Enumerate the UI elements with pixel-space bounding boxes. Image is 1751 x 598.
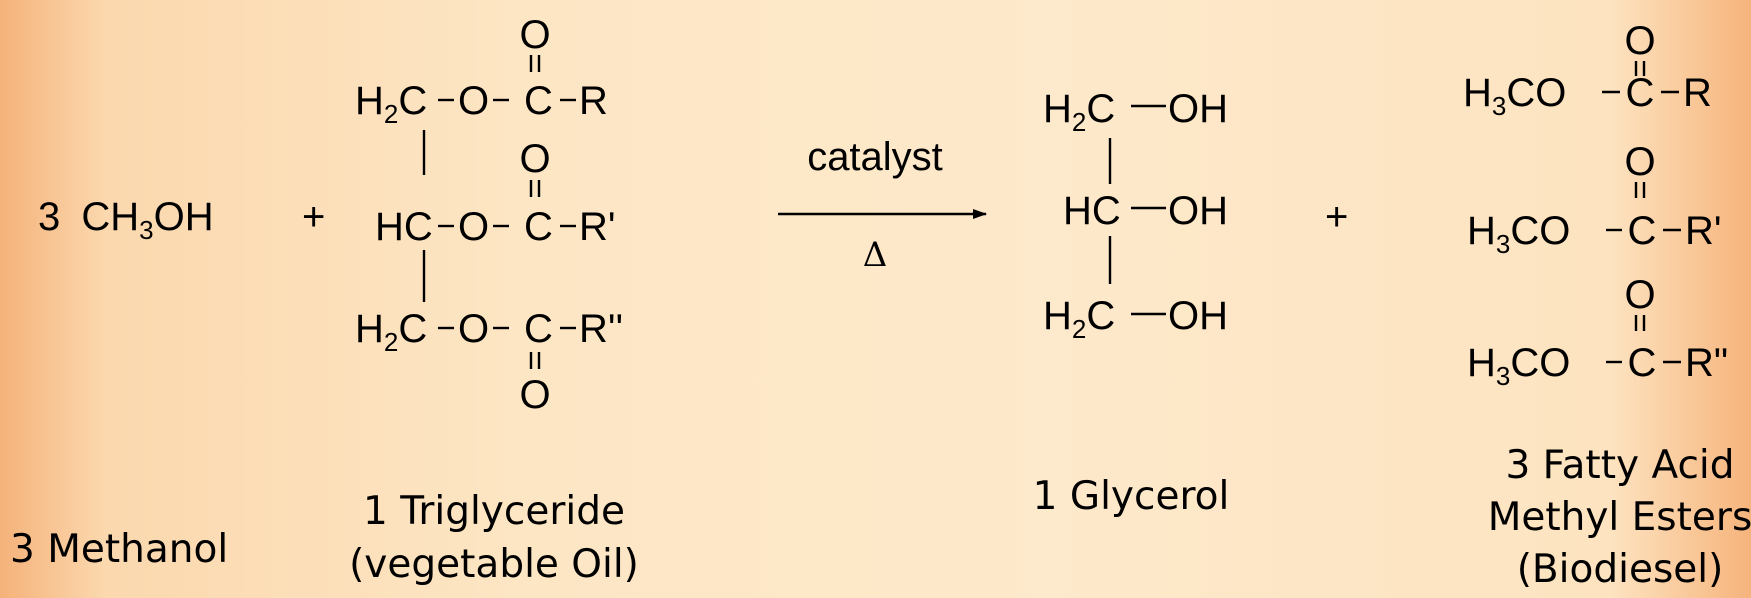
methanol-oh: OH [154,195,214,239]
svg-text:3 CH3OH: 3 CH3OH [38,195,214,245]
triglyceride-row3-carbon: H2C [355,307,427,357]
methanol-coefficient: 3 [38,195,60,239]
glycerol-structure: H2C OH HC OH H2C OH [1043,87,1228,344]
plus-sign-right: + [1325,195,1348,239]
ester1-prefix: H3CO [1463,71,1566,121]
triglyceride-row1-oxo: O [519,13,550,57]
triglyceride-row2-oxo: O [519,137,550,181]
glycerol-row2-group: OH [1168,189,1228,233]
glycerol-row3-carbon: H2C [1043,294,1115,344]
glycerol-row3-group: OH [1168,294,1228,338]
glycerol-row1-carbon: H2C [1043,87,1115,137]
triglyceride-row2-carbonyl-c: C [524,205,553,249]
esters-label-line1: 3 Fatty Acid [1505,443,1734,488]
triglyceride-row1-oxygen: O [458,79,489,123]
ester1-carbonyl-c: C [1626,71,1655,115]
esters-label-line2: Methyl Esters [1488,495,1751,540]
glycerol-label: 1 Glycerol [1033,474,1230,519]
ester2-group: R' [1685,209,1722,253]
methyl-esters-structure: O H3CO C R O H3CO C R' O H3CO C R" [1463,19,1728,391]
triglyceride-structure: H2C O C R O HC O C R' O H2C O C R'' O [355,13,623,417]
ester2-carbonyl-c: C [1628,209,1657,253]
triglyceride-label-line1: 1 Triglyceride [363,489,625,534]
glycerol-row2-carbon: HC [1063,189,1121,233]
triglyceride-row2-oxygen: O [458,205,489,249]
triglyceride-row1-group: R [579,79,608,123]
ester1-oxo: O [1624,19,1655,63]
plus-sign-left: + [302,195,325,239]
triglyceride-row3-oxygen: O [458,307,489,351]
arrow-heat-label: Δ [863,235,888,275]
arrow-catalyst-label: catalyst [807,135,943,179]
ester1-group: R [1683,71,1712,115]
triglyceride-row2-carbon: HC [375,205,433,249]
triglyceride-row1-carbonyl-c: C [524,79,553,123]
esters-label-line3: (Biodiesel) [1517,547,1724,592]
methanol-subscript: 3 [139,215,153,245]
ester3-prefix: H3CO [1467,341,1570,391]
ester3-group: R" [1685,341,1728,385]
triglyceride-row3-group: R'' [579,307,623,351]
triglyceride-row1-carbon: H2C [355,79,427,129]
reaction-arrow-group: catalyst Δ [778,135,987,275]
methanol-ch: CH [81,195,139,239]
triglyceride-row2-group: R' [579,205,616,249]
ester3-carbonyl-c: C [1628,341,1657,385]
triglyceride-label-line2: (vegetable Oil) [349,542,639,587]
methanol-label: 3 Methanol [10,527,228,572]
ester3-oxo: O [1624,273,1655,317]
triglyceride-row3-carbonyl-c: C [524,307,553,351]
glycerol-row1-group: OH [1168,87,1228,131]
ester2-oxo: O [1624,140,1655,184]
ester2-prefix: H3CO [1467,209,1570,259]
triglyceride-row3-oxo: O [519,373,550,417]
methanol-formula: 3 CH3OH [38,195,214,245]
